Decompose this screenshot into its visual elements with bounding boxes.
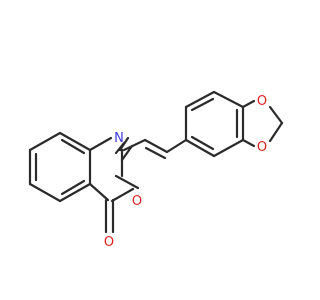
bond — [143, 138, 169, 154]
atom-label-dioxole-oxygen-top: O — [257, 94, 267, 109]
bond — [88, 136, 113, 152]
bond — [58, 182, 92, 203]
bond — [120, 144, 134, 162]
bond — [241, 138, 256, 148]
atom-labels: N O O O O — [104, 94, 267, 250]
atom-label-dioxole-oxygen-bottom: O — [257, 140, 267, 155]
bond — [110, 187, 135, 203]
bond — [60, 138, 86, 155]
atom-label-carbonyl-oxygen: O — [104, 235, 114, 250]
bond — [184, 138, 216, 158]
molecule-structure-diagram: N O O O O — [28, 90, 284, 250]
bond — [28, 131, 62, 152]
bond — [268, 121, 284, 143]
bond-lines — [28, 90, 284, 234]
bond — [114, 141, 126, 155]
bond — [60, 179, 86, 196]
bond — [241, 99, 256, 109]
bond — [58, 131, 92, 152]
bond — [28, 182, 62, 203]
atom-label-ring-oxygen: O — [132, 194, 142, 209]
bond — [88, 182, 110, 202]
bond — [212, 90, 245, 109]
bond — [190, 97, 215, 112]
bond — [122, 138, 147, 152]
atom-label-nitrogen: N — [114, 131, 124, 146]
bond — [114, 174, 140, 190]
bond — [165, 138, 188, 154]
bond — [212, 138, 245, 158]
bond — [190, 135, 215, 151]
bond — [184, 90, 216, 109]
bond — [268, 105, 284, 125]
bond — [144, 146, 167, 160]
